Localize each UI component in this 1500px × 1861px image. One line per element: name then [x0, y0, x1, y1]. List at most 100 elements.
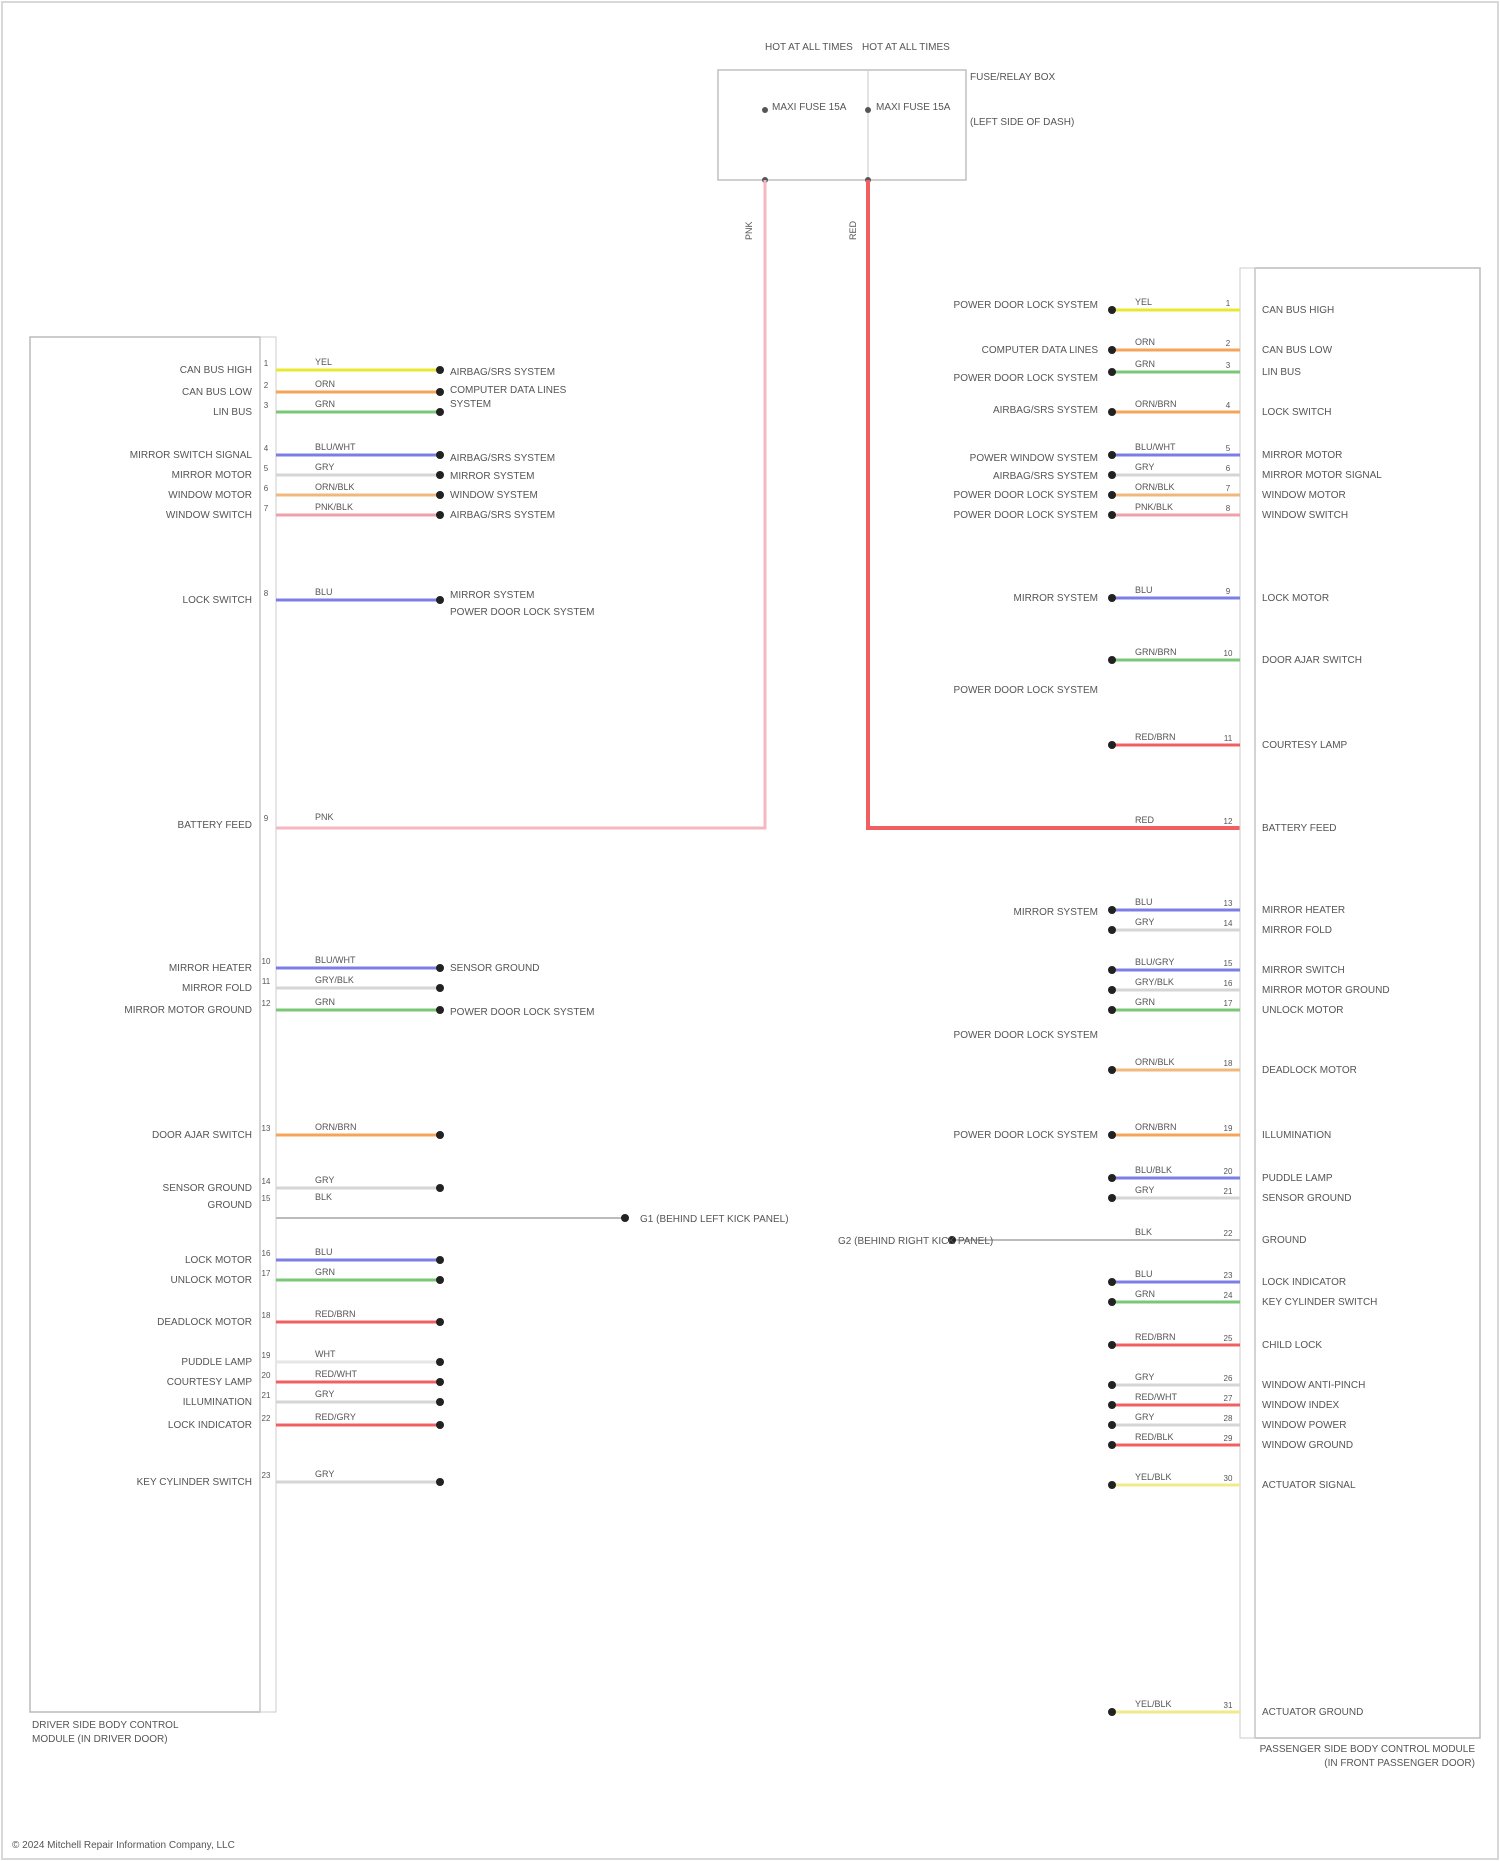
left-pin-number: 23	[262, 1471, 271, 1480]
right-pin-number: 13	[1224, 899, 1233, 908]
right-wire-color-code: GRN	[1135, 997, 1155, 1007]
left-pin-number: 14	[262, 1177, 271, 1186]
right-pin-number: 29	[1224, 1434, 1233, 1443]
right-system-references: POWER DOOR LOCK SYSTEMCOMPUTER DATA LINE…	[954, 300, 1099, 1141]
right-pin-label-door-ajar-switch: DOOR AJAR SWITCH	[1262, 655, 1362, 666]
left-wire-color-code: BLU/WHT	[315, 442, 356, 452]
right-pin-label-lock-switch: LOCK SWITCH	[1262, 407, 1331, 418]
right-wire-color-code: ORN	[1135, 337, 1155, 347]
right-wire-end	[1108, 966, 1116, 974]
right-pin-number: 24	[1224, 1291, 1233, 1300]
left-wire-color-code: BLU	[315, 587, 333, 597]
left-pin-number: 16	[262, 1249, 271, 1258]
right-pin-number: 17	[1224, 999, 1233, 1008]
left-pin-label-illumination: ILLUMINATION	[183, 1397, 252, 1408]
right-wire-color-code: YEL/BLK	[1135, 1472, 1172, 1482]
right-ref-airbag-srs-system: AIRBAG/SRS SYSTEM	[993, 405, 1098, 416]
right-pin-number: 14	[1224, 919, 1233, 928]
left-ref-power-door-lock-system: POWER DOOR LOCK SYSTEM	[450, 1007, 594, 1018]
right-wire-end	[1108, 594, 1116, 602]
right-pin-label-window-anti-pinch: WINDOW ANTI-PINCH	[1262, 1380, 1365, 1391]
right-pin-number: 19	[1224, 1124, 1233, 1133]
right-pin-label-child-lock: CHILD LOCK	[1262, 1340, 1322, 1351]
left-wire-color-code: RED/BRN	[315, 1309, 356, 1319]
left-pin-number: 20	[262, 1371, 271, 1380]
right-wire-color-code: BLU	[1135, 897, 1153, 907]
right-pin-label-window-ground: WINDOW GROUND	[1262, 1440, 1353, 1451]
left-pin-number: 6	[264, 484, 269, 493]
right-wire-end	[1108, 1006, 1116, 1014]
left-wire-end	[436, 984, 444, 992]
left-wire-end	[436, 1256, 444, 1264]
left-wire-color-code: BLK	[315, 1192, 332, 1202]
right-wire-color-code: YEL	[1135, 297, 1152, 307]
left-pin-number: 18	[262, 1311, 271, 1320]
left-ref-mirror-system: MIRROR SYSTEM	[450, 590, 534, 601]
left-wire-color-code: GRY	[315, 462, 334, 472]
right-wire-color-code: RED/BLK	[1135, 1432, 1174, 1442]
right-pin-number: 31	[1224, 1701, 1233, 1710]
right-ref-mirror-system: MIRROR SYSTEM	[1014, 593, 1098, 604]
left-pin-number: 3	[264, 401, 269, 410]
right-module-pins: CAN BUS HIGH1YELCAN BUS LOW2ORNLIN BUS3G…	[1108, 297, 1390, 1718]
left-wire-color-code: ORN/BLK	[315, 482, 355, 492]
right-pin-number: 10	[1224, 649, 1233, 658]
left-pin-label-window-switch: WINDOW SWITCH	[166, 510, 252, 521]
left-pin-number: 12	[262, 999, 271, 1008]
right-wire-color-code: GRY	[1135, 1412, 1154, 1422]
right-pin-number: 20	[1224, 1167, 1233, 1176]
left-pin-label-ground: GROUND	[208, 1200, 252, 1211]
left-wire-end	[436, 1478, 444, 1486]
left-ref-airbag-srs-system: AIRBAG/SRS SYSTEM	[450, 510, 555, 521]
left-module-subtitle: MODULE (IN DRIVER DOOR)	[32, 1734, 168, 1745]
fuse-left-terminal	[762, 107, 768, 113]
right-wire-color-code: RED	[1135, 815, 1155, 825]
fuse-left-label: MAXI FUSE 15A	[772, 102, 847, 113]
right-pin-number: 23	[1224, 1271, 1233, 1280]
left-wire-color-code: GRN	[315, 997, 335, 1007]
right-wire-color-code: BLU	[1135, 585, 1153, 595]
left-wire-color-code: GRN	[315, 399, 335, 409]
right-wire-end	[1108, 1481, 1116, 1489]
right-ref-power-door-lock-system: POWER DOOR LOCK SYSTEM	[954, 510, 1098, 521]
right-pin-label-actuator-ground: ACTUATOR GROUND	[1262, 1707, 1363, 1718]
right-pin-label-key-cylinder-switch: KEY CYLINDER SWITCH	[1262, 1297, 1377, 1308]
left-pin-label-lock-motor: LOCK MOTOR	[185, 1255, 252, 1266]
left-ground: G1 (BEHIND LEFT KICK PANEL)	[276, 1214, 789, 1225]
left-module-title: DRIVER SIDE BODY CONTROL	[32, 1720, 179, 1731]
right-pin-number: 1	[1226, 299, 1231, 308]
left-ref-system: SYSTEM	[450, 399, 491, 410]
left-wire-color-code: PNK	[315, 812, 334, 822]
right-pin-label-can-bus-high: CAN BUS HIGH	[1262, 305, 1334, 316]
left-pin-number: 1	[264, 359, 269, 368]
right-ref-power-door-lock-system: POWER DOOR LOCK SYSTEM	[954, 1130, 1098, 1141]
right-wire-end	[1108, 656, 1116, 664]
left-pin-label-door-ajar-switch: DOOR AJAR SWITCH	[152, 1130, 252, 1141]
left-ref-power-door-lock-system: POWER DOOR LOCK SYSTEM	[450, 607, 594, 618]
right-pin-label-window-power: WINDOW POWER	[1262, 1420, 1346, 1431]
left-pin-label-mirror-fold: MIRROR FOLD	[182, 983, 252, 994]
left-ground-label: G1 (BEHIND LEFT KICK PANEL)	[640, 1214, 789, 1225]
left-wire-end	[436, 491, 444, 499]
left-pin-label-mirror-motor-ground: MIRROR MOTOR GROUND	[124, 1005, 252, 1016]
left-pin-number: 21	[262, 1391, 271, 1400]
right-pin-label-battery-feed: BATTERY FEED	[1262, 823, 1336, 834]
right-pin-number: 5	[1226, 444, 1231, 453]
right-wire-color-code: RED/BRN	[1135, 1332, 1176, 1342]
right-pin-label-illumination: ILLUMINATION	[1262, 1130, 1331, 1141]
right-pin-number: 21	[1224, 1187, 1233, 1196]
right-pin-label-deadlock-motor: DEADLOCK MOTOR	[1262, 1065, 1357, 1076]
left-feed-color-code: PNK	[744, 221, 754, 240]
right-module-title: PASSENGER SIDE BODY CONTROL MODULE	[1260, 1744, 1476, 1755]
right-wire-color-code: BLU/GRY	[1135, 957, 1174, 967]
left-wire-end	[436, 1276, 444, 1284]
right-wire-color-code: BLU	[1135, 1269, 1153, 1279]
right-wire-end	[1108, 926, 1116, 934]
right-ref-power-door-lock-system: POWER DOOR LOCK SYSTEM	[954, 373, 1098, 384]
right-pin-number: 3	[1226, 361, 1231, 370]
right-pin-number: 8	[1226, 504, 1231, 513]
right-pin-number: 28	[1224, 1414, 1233, 1423]
left-pin-label-lin-bus: LIN BUS	[213, 407, 252, 418]
fuse-block-outline	[718, 70, 966, 180]
